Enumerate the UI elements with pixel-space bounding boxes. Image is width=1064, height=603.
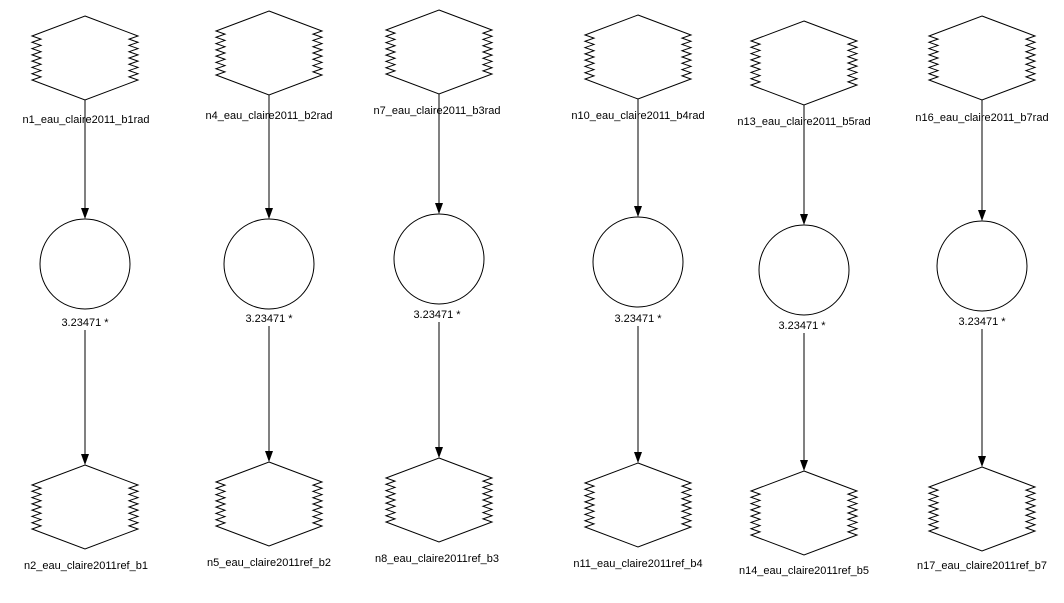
output-raster-node[interactable]: [30, 464, 140, 550]
operation-label: 3.23471 *: [958, 316, 1006, 328]
output-raster-node[interactable]: [749, 470, 859, 556]
input-to-operation-edge-arrowhead: [265, 208, 273, 219]
operation-to-output-edge-arrowhead: [265, 451, 273, 462]
input-raster-node[interactable]: [583, 14, 693, 100]
zigzag-hexagon-icon: [30, 15, 140, 101]
output-raster-node[interactable]: [384, 457, 494, 543]
operation-to-output-edge-arrowhead: [81, 454, 89, 465]
zigzag-hexagon-icon: [384, 9, 494, 95]
output-raster-label: n11_eau_claire2011ref_b4: [573, 558, 702, 570]
output-raster-node[interactable]: [927, 466, 1037, 552]
output-raster-label: n8_eau_claire2011ref_b3: [375, 553, 499, 565]
input-to-operation-edge-arrowhead: [435, 203, 443, 214]
input-to-operation-edge-arrowhead: [634, 206, 642, 217]
input-raster-label: n7_eau_claire2011_b3rad: [373, 105, 500, 117]
output-raster-label: n17_eau_claire2011ref_b7: [917, 560, 1047, 572]
input-to-operation-edge-arrowhead: [81, 208, 89, 219]
zigzag-hexagon-icon: [927, 15, 1037, 101]
multiply-operation-node[interactable]: [393, 213, 485, 305]
operation-label: 3.23471 *: [245, 313, 293, 325]
operation-to-output-edge-arrowhead: [634, 452, 642, 463]
operation-to-output-edge-arrowhead: [435, 447, 443, 458]
multiply-operation-node[interactable]: [223, 218, 315, 310]
operation-to-output-edge-arrowhead: [978, 456, 986, 467]
zigzag-hexagon-icon: [749, 470, 859, 556]
zigzag-hexagon-icon: [927, 466, 1037, 552]
circle-icon: [39, 218, 131, 310]
multiply-operation-node[interactable]: [39, 218, 131, 310]
zigzag-hexagon-icon: [583, 462, 693, 548]
input-raster-node[interactable]: [30, 15, 140, 101]
operation-label: 3.23471 *: [614, 313, 662, 325]
input-raster-node[interactable]: [927, 15, 1037, 101]
output-raster-label: n5_eau_claire2011ref_b2: [207, 557, 331, 569]
zigzag-hexagon-icon: [384, 457, 494, 543]
multiply-operation-node[interactable]: [758, 224, 850, 316]
input-raster-label: n1_eau_claire2011_b1rad: [22, 114, 149, 126]
output-raster-label: n2_eau_claire2011ref_b1: [24, 560, 148, 572]
multiply-operation-node[interactable]: [592, 216, 684, 308]
output-raster-node[interactable]: [583, 462, 693, 548]
output-raster-label: n14_eau_claire2011ref_b5: [739, 565, 869, 577]
operation-label: 3.23471 *: [413, 309, 461, 321]
input-raster-node[interactable]: [214, 10, 324, 96]
circle-icon: [223, 218, 315, 310]
circle-icon: [936, 220, 1028, 312]
circle-icon: [758, 224, 850, 316]
operation-label: 3.23471 *: [778, 320, 826, 332]
model-chain-1: n1_eau_claire2011_b1rad 3.23471 * n2_eau_c…: [22, 15, 150, 572]
model-chain-3: n7_eau_claire2011_b3rad 3.23471 * n8_eau_c…: [373, 9, 501, 565]
input-raster-node[interactable]: [384, 9, 494, 95]
zigzag-hexagon-icon: [30, 464, 140, 550]
output-raster-node[interactable]: [214, 461, 324, 547]
input-to-operation-edge-arrowhead: [800, 214, 808, 225]
zigzag-hexagon-icon: [583, 14, 693, 100]
zigzag-hexagon-icon: [214, 461, 324, 547]
operation-to-output-edge-arrowhead: [800, 460, 808, 471]
zigzag-hexagon-icon: [214, 10, 324, 96]
operation-label: 3.23471 *: [61, 317, 109, 329]
zigzag-hexagon-icon: [749, 20, 859, 106]
multiply-operation-node[interactable]: [936, 220, 1028, 312]
circle-icon: [592, 216, 684, 308]
input-raster-node[interactable]: [749, 20, 859, 106]
circle-icon: [393, 213, 485, 305]
input-to-operation-edge-arrowhead: [978, 210, 986, 221]
